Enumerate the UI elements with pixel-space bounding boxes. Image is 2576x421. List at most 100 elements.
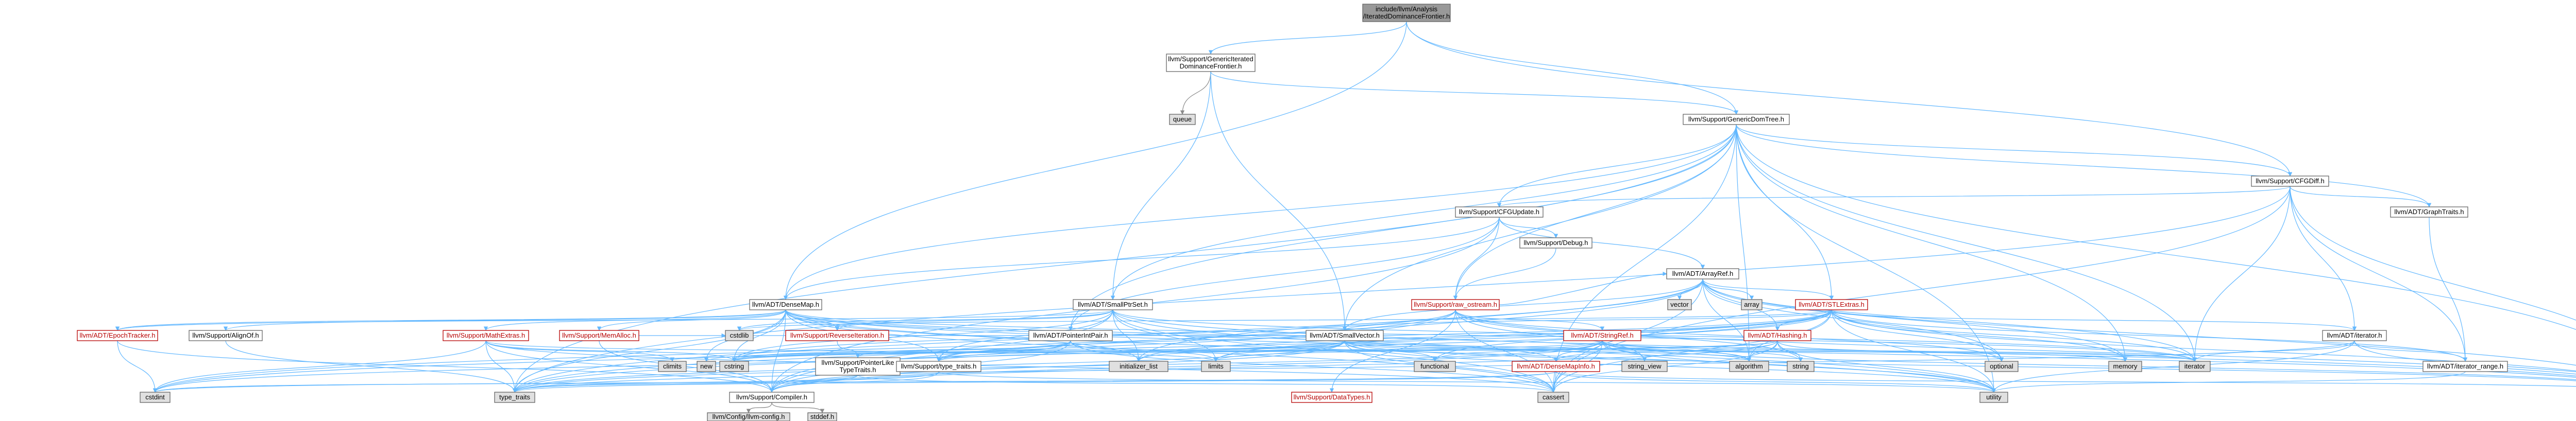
node-root[interactable]: include/llvm/Analysis/IteratedDominanceF…: [1362, 4, 1451, 22]
node-box-ptrlike: [815, 357, 901, 376]
edge-mathextras-to-climits: [485, 340, 675, 362]
node-stlextras[interactable]: llvm/ADT/STLExtras.h: [1795, 299, 1868, 310]
edge-alignof-to-typetraitsstd: [225, 340, 517, 393]
node-label-epochtracker: llvm/ADT/EpochTracker.h: [80, 331, 156, 339]
node-label-stringref: llvm/ADT/StringRef.h: [1571, 331, 1633, 339]
node-label-gdt: llvm/Support/GenericDomTree.h: [1688, 115, 1784, 123]
node-gidf[interactable]: llvm/Support/GenericIteratedDominanceFro…: [1166, 54, 1256, 72]
node-epochtracker[interactable]: llvm/ADT/EpochTracker.h: [77, 330, 158, 341]
node-datatypes[interactable]: llvm/Support/DataTypes.h: [1291, 392, 1372, 403]
node-compiler[interactable]: llvm/Support/Compiler.h: [729, 392, 815, 403]
node-stddef: stddef.h: [807, 412, 837, 421]
edge-hashing-to-optional: [1777, 340, 2004, 362]
node-box-densemapinfo: [1512, 361, 1600, 372]
edge-densemap-to-compiler: [769, 309, 786, 393]
node-label-hashing: llvm/ADT/Hashing.h: [1748, 331, 1807, 339]
node-label-algorithm: algorithm: [1735, 362, 1762, 370]
edge-stringref-to-stringview: [1602, 340, 1647, 362]
node-iterator[interactable]: llvm/ADT/iterator.h: [2322, 330, 2387, 341]
edge-stlextras-to-typetraits: [937, 309, 1832, 362]
node-typetraits[interactable]: llvm/Support/type_traits.h: [896, 361, 981, 372]
edge-cfgdiff-to-cassert: [1551, 186, 2291, 393]
node-box-smallptrset: [1073, 299, 1153, 310]
node-label-graphtraits: llvm/ADT/GraphTraits.h: [2394, 208, 2464, 216]
edge-arrayref-to-iteratorstd: [1702, 278, 2197, 362]
edge-stringref-to-compiler: [770, 340, 1603, 393]
edge-smallptrset-to-reverseiter: [835, 309, 1113, 331]
node-box-queue: [1169, 114, 1196, 125]
node-label-cfgdiff: llvm/Support/CFGDiff.h: [2256, 177, 2324, 185]
edge-cfgdiff-to-iterator: [2290, 186, 2357, 331]
node-label-smallvector: llvm/ADT/SmallVector.h: [1310, 331, 1380, 339]
edge-hashing-to-algorithm: [1747, 340, 1778, 362]
edge-arrayref-to-array: [1702, 278, 1754, 300]
edge-stlextras-to-iterator: [1831, 309, 2357, 331]
node-cfgdiff[interactable]: llvm/Support/CFGDiff.h: [2251, 176, 2329, 187]
edge-densemapinfo-to-utility: [1555, 371, 1996, 393]
node-box-pointerintpair: [1028, 330, 1113, 341]
edge-graphtraits-to-iterrange: [2429, 217, 2468, 362]
node-box-utility: [1979, 392, 2008, 403]
node-label-root: /IteratedDominanceFrontier.h: [1363, 12, 1450, 20]
node-box-reverseiter: [785, 330, 889, 341]
edge-gdt-to-cfgdiff: [1736, 124, 2293, 177]
node-label-compiler: llvm/Support/Compiler.h: [736, 393, 807, 401]
node-cstdlib: cstdlib: [725, 330, 754, 341]
node-hashing[interactable]: llvm/ADT/Hashing.h: [1743, 330, 1811, 341]
node-smallvector[interactable]: llvm/ADT/SmallVector.h: [1306, 330, 1384, 341]
node-arrayref[interactable]: llvm/ADT/ArrayRef.h: [1666, 268, 1739, 279]
node-label-arrayref: llvm/ADT/ArrayRef.h: [1672, 270, 1733, 277]
node-gdt[interactable]: llvm/Support/GenericDomTree.h: [1683, 114, 1790, 125]
edge-gdt-to-pointerintpair: [1068, 124, 1737, 331]
node-densemapinfo[interactable]: llvm/ADT/DenseMapInfo.h: [1512, 361, 1600, 372]
edge-arrayref-to-stlextras: [1702, 278, 1834, 300]
node-label-pointerintpair: llvm/ADT/PointerIntPair.h: [1033, 331, 1108, 339]
node-box-new: [697, 361, 716, 372]
node-rawostream[interactable]: llvm/Support/raw_ostream.h: [1411, 299, 1500, 310]
node-debug[interactable]: llvm/Support/Debug.h: [1519, 237, 1592, 249]
node-label-alignof: llvm/Support/AlignOf.h: [192, 331, 259, 339]
node-box-cfgupdate: [1455, 206, 1544, 218]
node-iterrange[interactable]: llvm/ADT/iterator_range.h: [2422, 361, 2508, 372]
edge-stlextras-to-initlist: [1136, 309, 1832, 362]
node-mathextras[interactable]: llvm/Support/MathExtras.h: [443, 330, 529, 341]
node-climits: climits: [658, 361, 687, 372]
node-label-gidf: llvm/Support/GenericIterated: [1168, 55, 1253, 63]
edge-pointerintpair-to-cstring: [732, 340, 1071, 362]
node-box-optional: [1985, 361, 2019, 372]
node-densemap[interactable]: llvm/ADT/DenseMap.h: [749, 299, 822, 310]
node-memalloc[interactable]: llvm/Support/MemAlloc.h: [559, 330, 639, 341]
edge-gdt-to-algorithm: [1736, 124, 1752, 362]
node-box-stddef: [807, 412, 837, 421]
edge-gdt-to-smallvector: [1342, 124, 1737, 331]
edge-mathextras-to-cstdint: [152, 340, 486, 393]
edge-densemap-to-memalloc: [597, 309, 786, 331]
edge-epochtracker-to-compiler: [117, 340, 774, 393]
node-box-memory: [2108, 361, 2142, 372]
node-cfgupdate[interactable]: llvm/Support/CFGUpdate.h: [1455, 206, 1544, 218]
edge-rawostream-to-stringref: [1455, 309, 1605, 331]
node-label-string: string: [1792, 362, 1809, 370]
node-box-hashing: [1743, 330, 1811, 341]
node-stringref[interactable]: llvm/ADT/StringRef.h: [1563, 330, 1641, 341]
node-graphtraits[interactable]: llvm/ADT/GraphTraits.h: [2390, 206, 2468, 218]
node-smallptrset[interactable]: llvm/ADT/SmallPtrSet.h: [1073, 299, 1153, 310]
edge-rawostream-to-arrayref: [1499, 271, 1667, 305]
edge-gdt-to-graphtraits: [1736, 124, 2432, 207]
edge-mathextras-to-cstring: [485, 340, 737, 362]
node-iteratorstd: iterator: [2179, 361, 2211, 372]
node-pointerintpair[interactable]: llvm/ADT/PointerIntPair.h: [1028, 330, 1113, 341]
edge-stlextras-to-hashing: [1775, 309, 1832, 331]
edge-hashing-to-compiler: [770, 340, 1778, 393]
node-reverseiter[interactable]: llvm/Support/ReverseIteration.h: [785, 330, 889, 341]
edge-stringref-to-functional: [1432, 340, 1603, 362]
dependency-nodes: include/llvm/Analysis/IteratedDominanceF…: [77, 4, 2508, 421]
node-box-alignof: [189, 330, 263, 341]
edge-stlextras-to-memory: [1831, 309, 2128, 362]
edge-stringref-to-cstring: [732, 340, 1603, 362]
node-alignof[interactable]: llvm/Support/AlignOf.h: [189, 330, 263, 341]
node-box-stringref: [1563, 330, 1641, 341]
node-initlist: initializer_list: [1109, 361, 1168, 372]
edge-gdt-to-cfgupdate: [1497, 124, 1737, 207]
